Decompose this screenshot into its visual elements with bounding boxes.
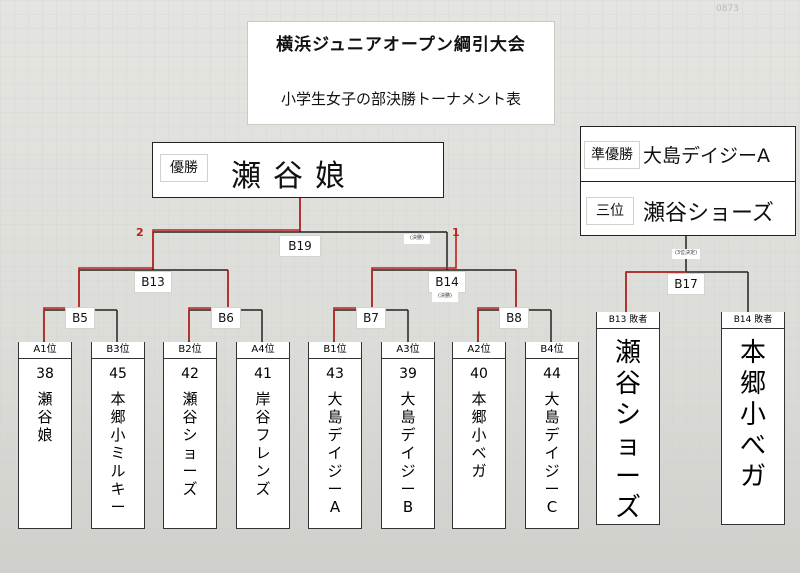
- team-seed: B1位: [309, 342, 361, 359]
- team-card: A4位 41 岸谷フレンズ: [236, 342, 290, 529]
- third-place-label: 三位: [587, 198, 633, 224]
- match-b14-note: (決勝): [432, 292, 458, 302]
- team-seed: A2位: [453, 342, 505, 359]
- loser-card: B14 敗者 本郷小べガ: [721, 312, 785, 525]
- team-card: B3位 45 本郷小ミルキー: [91, 342, 145, 529]
- team-number: 41: [254, 366, 272, 382]
- team-number: 39: [399, 366, 417, 382]
- bracket-subtitle: 小学生女子の部決勝トーナメント表: [280, 90, 521, 108]
- team-card: B4位 44 大島デイジーC: [525, 342, 579, 529]
- team-seed: B3位: [92, 342, 144, 359]
- match-b7: B7: [357, 308, 385, 328]
- team-name: 大島デイジーB: [400, 390, 416, 516]
- team-card: A1位 38 瀬谷 娘: [18, 342, 72, 529]
- team-name: 岸谷フレンズ: [255, 390, 271, 498]
- placings-divider: [581, 181, 795, 182]
- team-name: 瀬谷 娘: [37, 390, 68, 444]
- loser-seed: B13 敗者: [597, 312, 659, 329]
- team-seed: A1位: [19, 342, 71, 359]
- red-mark-right: 1: [452, 226, 460, 239]
- team-seed: A3位: [382, 342, 434, 359]
- match-b6: B6: [212, 308, 240, 328]
- loser-name: 瀬谷ショーズ: [614, 338, 641, 523]
- loser-seed: B14 敗者: [722, 312, 784, 329]
- placings-box: 準優勝 大島デイジーA 三位 瀬谷ショーズ: [580, 126, 796, 236]
- match-b17: B17: [668, 274, 704, 294]
- runner-up-label: 準優勝: [585, 142, 639, 168]
- team-card: A3位 39 大島デイジーB: [381, 342, 435, 529]
- champion-label: 優勝: [161, 155, 207, 181]
- tournament-title: 横浜ジュニアオープン綱引大会: [276, 35, 526, 55]
- team-number: 45: [109, 366, 127, 382]
- team-seed: A4位: [237, 342, 289, 359]
- team-card: B1位 43 大島デイジーA: [308, 342, 362, 529]
- match-b19: B19: [280, 236, 320, 256]
- match-b19-note: (決勝): [404, 234, 430, 244]
- match-b13: B13: [135, 272, 171, 292]
- team-number: 42: [181, 366, 199, 382]
- loser-name: 本郷小べガ: [739, 338, 766, 492]
- team-name: 本郷小ミルキー: [110, 390, 126, 516]
- corner-note: 0873: [716, 4, 739, 14]
- title-sheet: 横浜ジュニアオープン綱引大会 小学生女子の部決勝トーナメント表: [248, 22, 554, 124]
- team-card: A2位 40 本郷小ベガ: [452, 342, 506, 529]
- match-b14: B14: [429, 272, 465, 292]
- team-seed: B4位: [526, 342, 578, 359]
- team-number: 43: [326, 366, 344, 382]
- champion-team: 瀬谷娘: [231, 159, 357, 194]
- team-number: 40: [470, 366, 488, 382]
- red-mark-left: 2: [136, 226, 144, 239]
- team-number: 44: [543, 366, 561, 382]
- team-name: 本郷小ベガ: [471, 390, 487, 480]
- match-b17-note: (3位決定): [672, 249, 700, 259]
- runner-up-team: 大島デイジーA: [643, 145, 770, 167]
- team-seed: B2位: [164, 342, 216, 359]
- team-name: 瀬谷ショーズ: [182, 390, 198, 498]
- champion-box: 優勝 瀬谷娘: [152, 142, 444, 198]
- team-name: 大島デイジーC: [544, 390, 560, 516]
- match-b8: B8: [500, 308, 528, 328]
- loser-card: B13 敗者 瀬谷ショーズ: [596, 312, 660, 525]
- team-card: B2位 42 瀬谷ショーズ: [163, 342, 217, 529]
- team-number: 38: [36, 366, 54, 382]
- team-name: 大島デイジーA: [327, 390, 343, 516]
- match-b5: B5: [66, 308, 94, 328]
- third-place-team: 瀬谷ショーズ: [643, 201, 774, 226]
